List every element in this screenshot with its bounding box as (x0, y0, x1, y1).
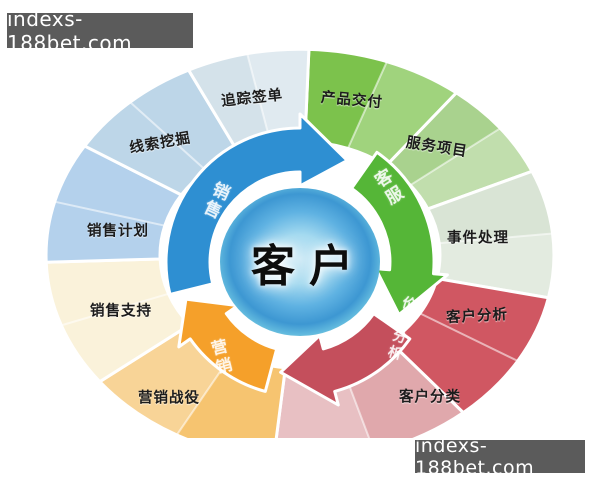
center-label: 客户 (251, 241, 367, 292)
segment-label-customer-classification: 客户分类 (399, 389, 461, 406)
center-disc (220, 188, 380, 336)
segment-label-sales-support: 销售支持 (90, 303, 152, 320)
segment-label-sales-planning: 销售计划 (87, 223, 149, 240)
sales-arrow (164, 112, 349, 296)
segment-label-incident-handling: 事件处理 (447, 230, 509, 247)
watermark-top-left: indexs-188bet.com (7, 7, 193, 55)
value-analysis-arrow (279, 312, 412, 407)
segment-label-marketing-campaign: 营销战役 (138, 390, 200, 407)
customer-service-arrow (350, 150, 449, 317)
cycle-arrows (164, 112, 449, 407)
watermark-bottom-right: indexs-188bet.com (415, 435, 585, 479)
marketing-arrow (177, 297, 279, 393)
segment-label-customer-analysis: 客户分析 (445, 306, 509, 327)
